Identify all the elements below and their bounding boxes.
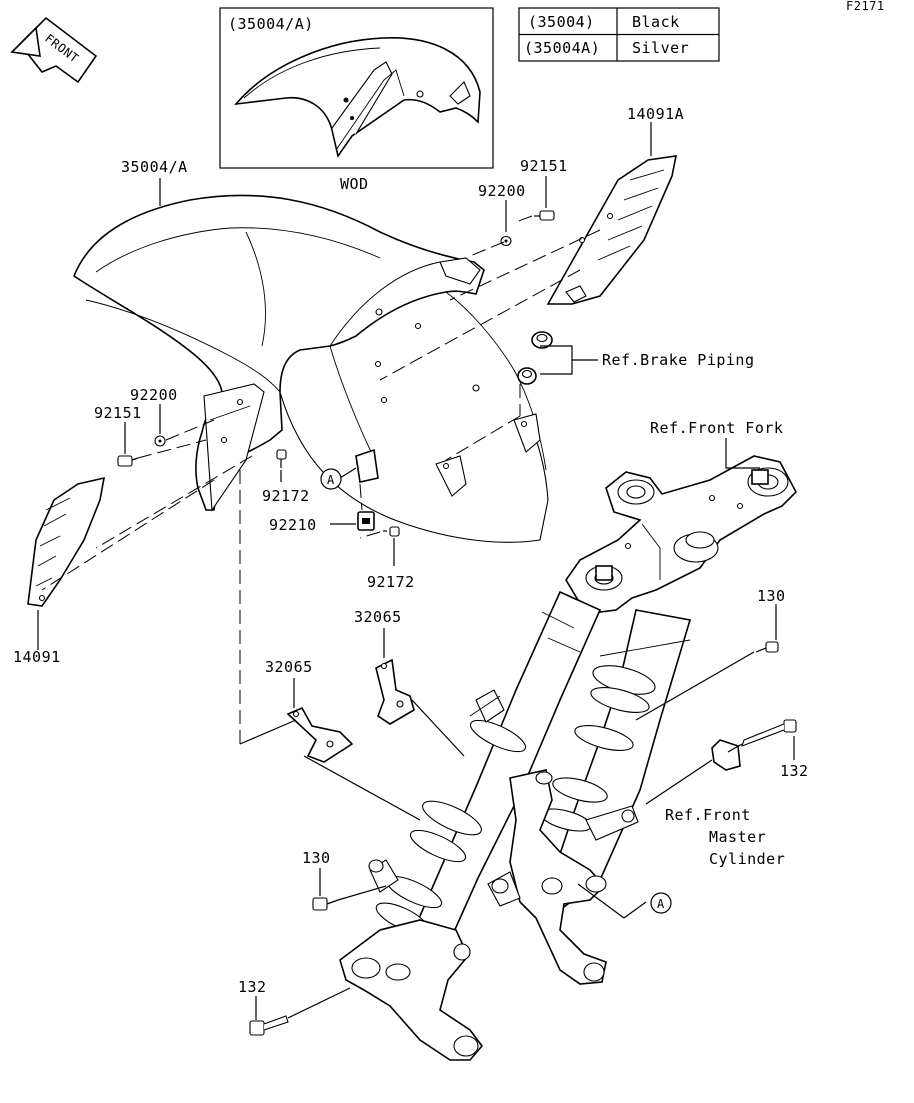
bolt-130-left-icon: [312, 897, 339, 911]
callout-bolt-132-left: 132: [238, 978, 267, 996]
callout-screw-92172-bottom: 92172: [367, 573, 415, 591]
inset-box: (35004/A) WOD: [219, 7, 494, 193]
cover-14091: [27, 476, 106, 607]
color-table: (35004) Black (35004A) Silver: [518, 7, 720, 62]
inset-title: (35004/A): [228, 15, 314, 33]
callout-ref-master-cylinder-line2: Master: [709, 828, 766, 846]
bolt-132-right-icon: [741, 719, 797, 747]
cover-14091a: [546, 155, 678, 305]
callout-ref-brake-piping: Ref.Brake Piping: [602, 351, 755, 369]
callout-ref-front-fork: Ref.Front Fork: [650, 419, 783, 437]
callout-ref-master-cylinder-line3: Cylinder: [709, 850, 785, 868]
front-fork-assembly: [339, 455, 797, 1061]
color-code-black: (35004): [528, 13, 595, 31]
bolt-92151-right-icon: [534, 210, 555, 221]
bolt-132-left-icon: [249, 1015, 289, 1036]
callout-bolt-92151-left: 92151: [94, 404, 142, 422]
color-name-black: Black: [632, 13, 680, 31]
figure-code: F2171: [846, 0, 885, 13]
callout-bracket-32065-upper: 32065: [354, 608, 402, 626]
marker-a-bottom: A: [650, 892, 672, 914]
callout-washer-92200-left: 92200: [130, 386, 178, 404]
marker-a-bottom-label: A: [657, 897, 665, 911]
callout-bolt-130-left: 130: [302, 849, 331, 867]
inset-caption: WOD: [340, 175, 369, 193]
bolt-130-right-icon: [755, 641, 779, 653]
front-arrow-icon: FRONT: [10, 16, 98, 84]
marker-a-top: A: [320, 468, 342, 490]
marker-a-top-label: A: [327, 473, 335, 487]
callout-bracket-32065-lower: 32065: [265, 658, 313, 676]
callout-cover-right: 14091A: [627, 105, 684, 123]
color-name-silver: Silver: [632, 39, 689, 57]
callout-clip-92210: 92210: [269, 516, 317, 534]
screw-92172-bottom-icon: [383, 526, 400, 537]
master-cylinder-clamp-icon: [711, 739, 741, 771]
bracket-32065-upper-icon: [375, 658, 415, 725]
callout-cover-left: 14091: [13, 648, 61, 666]
callout-bolt-130-right: 130: [757, 587, 786, 605]
screw-92172-top-icon: [276, 449, 287, 468]
washer-92200-right-icon: [500, 235, 512, 247]
mount-block-icon: [355, 448, 379, 483]
callout-fender: 35004/A: [121, 158, 188, 176]
leader-lines: [37, 122, 795, 1020]
washer-92200-left-icon: [154, 435, 166, 447]
callout-washer-92200-right: 92200: [478, 182, 526, 200]
brake-clamp-lower-icon: [517, 367, 537, 385]
color-code-silver: (35004A): [524, 39, 600, 57]
clip-92210-icon: [357, 511, 375, 531]
bracket-32065-lower-icon: [286, 706, 354, 763]
callout-bolt-132-right: 132: [780, 762, 809, 780]
front-fender: [73, 194, 549, 543]
callout-screw-92172-top: 92172: [262, 487, 310, 505]
brake-clamp-upper-icon: [531, 331, 553, 349]
callout-ref-master-cylinder-line1: Ref.Front: [665, 806, 751, 824]
callout-bolt-92151-right: 92151: [520, 157, 568, 175]
bolt-92151-left-icon: [117, 455, 139, 467]
